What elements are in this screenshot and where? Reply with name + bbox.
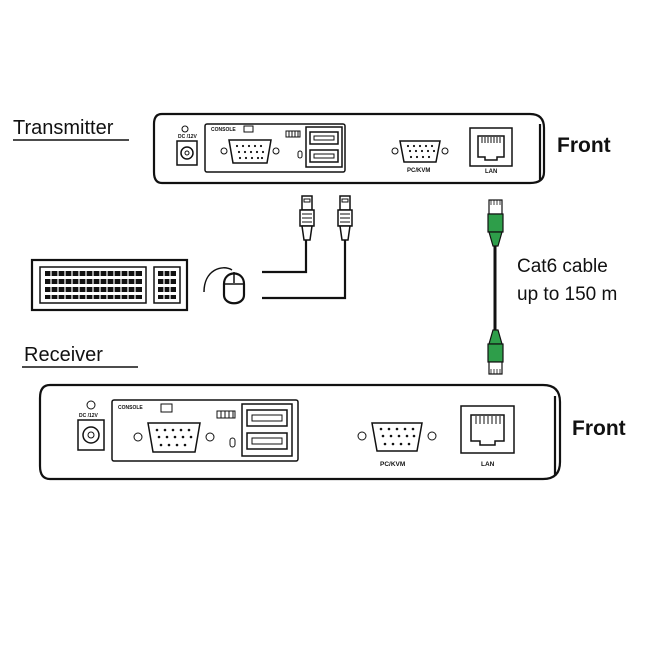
keyboard-usb-cable <box>262 240 308 274</box>
receiver-pckvm-port: PC/KVM <box>357 422 437 468</box>
keyboard-usb-plug-icon <box>299 195 315 241</box>
transmitter-dc-label: DC /12V <box>178 134 198 140</box>
receiver-usb-ports <box>241 403 293 457</box>
cable-label-line2: up to 150 m <box>517 284 617 305</box>
receiver-title: Receiver <box>24 344 103 366</box>
receiver-lan-label: LAN <box>481 461 495 468</box>
transmitter-device: DC /12V CONSOLE <box>152 112 546 185</box>
keyboard-icon <box>30 258 189 312</box>
rj45-connector-bottom-icon <box>487 329 504 375</box>
transmitter-pckvm-label: PC/KVM <box>407 168 430 174</box>
transmitter-lan-label: LAN <box>485 169 497 175</box>
receiver-dc-jack: DC /12V <box>77 400 105 451</box>
transmitter-console-label: CONSOLE <box>211 127 236 133</box>
transmitter-pckvm-port: PC/KVM <box>391 140 449 174</box>
transmitter-front-label: Front <box>557 134 611 157</box>
receiver-pckvm-label: PC/KVM <box>380 461 405 468</box>
receiver-device: DC /12V CONSOLE <box>38 383 562 481</box>
transmitter-section: Transmitter DC /12V CONSOLE <box>13 112 611 185</box>
cable-label-line1: Cat6 cable <box>517 256 608 277</box>
transmitter-lan-port: LAN <box>469 127 513 175</box>
receiver-console-vga-port <box>133 422 215 453</box>
cat6-cable: Cat6 cable up to 150 m <box>487 199 617 375</box>
receiver-console-label: CONSOLE <box>118 405 143 411</box>
receiver-front-label: Front <box>572 417 626 440</box>
transmitter-dc-jack: DC /12V <box>176 125 198 166</box>
receiver-section: Receiver DC /12V CONSOLE <box>22 344 626 481</box>
transmitter-console-vga-port <box>220 139 280 164</box>
receiver-dc-label: DC /12V <box>79 413 99 419</box>
mouse-icon <box>203 267 246 305</box>
mouse-usb-cable <box>262 240 347 300</box>
receiver-lan-port: LAN <box>460 405 515 468</box>
transmitter-usb-ports <box>305 126 343 168</box>
mouse-usb-plug-icon <box>337 195 353 241</box>
rj45-connector-top-icon <box>487 199 504 247</box>
transmitter-title: Transmitter <box>13 117 114 139</box>
